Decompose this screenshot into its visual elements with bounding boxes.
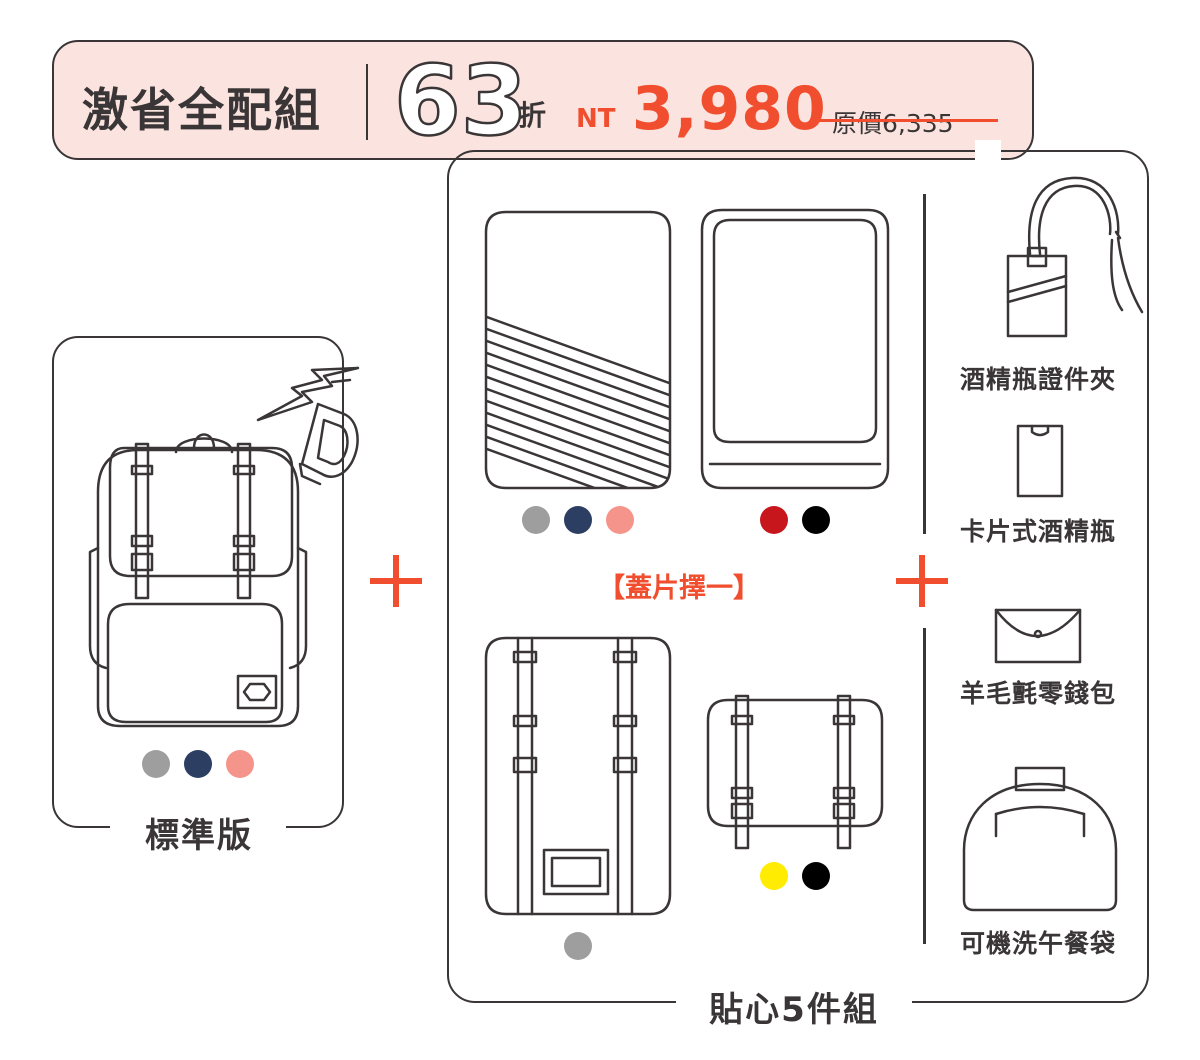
strap-flap-swatch-black[interactable] [802,862,830,890]
standard-swatch-navy[interactable] [184,750,212,778]
striped-flap-swatch-pink[interactable] [606,506,634,534]
letter-d-patch-icon [298,402,359,486]
striped-flap-swatch-gray[interactable] [522,506,550,534]
banner-divider [366,64,368,140]
original-price: 原價6,335 [832,109,954,138]
promo-banner [52,40,1034,160]
discount-value: 63 [394,45,528,157]
standard-label: 標準版 [145,816,253,856]
accessory-label-id-holder: 酒精瓶證件夾 [959,365,1116,394]
standard-label-gap [110,810,286,850]
set-label-gap [676,985,912,1029]
plain-flap-swatch-red[interactable] [760,506,788,534]
sale-price: 3,980 [632,74,827,144]
plain-flap-swatch-black[interactable] [802,506,830,534]
plus-icon-left-v [393,555,399,607]
standard-swatch-gray[interactable] [142,750,170,778]
felt-coin-purse-icon [994,608,1082,664]
strap-flap-icon [706,694,884,850]
accessory-divider-bottom [923,628,926,944]
card-sanitizer-icon [1016,424,1064,498]
strap-flap-swatch-yellow[interactable] [760,862,788,890]
discount-unit: 折 [518,99,547,132]
standard-backpack-icon [88,433,308,728]
standard-swatch-pink[interactable] [226,750,254,778]
accessory-label-lunch-bag: 可機洗午餐袋 [959,929,1116,958]
discount-number: 63 [393,44,529,159]
original-price-strike [818,119,998,122]
accessory-divider-top [923,194,926,534]
card-corner-gap [975,140,1001,160]
id-card-holder-icon [1006,176,1144,338]
striped-flap-icon [484,210,672,490]
plain-flap-icon [700,208,890,490]
lightning-icon [256,366,360,422]
choose-one-label: 【蓋片擇一】 [598,573,760,604]
body-swatch-gray[interactable] [564,932,592,960]
set-label: 貼心5件組 [709,990,879,1030]
banner-title: 激省全配組 [82,83,322,137]
currency-label: NT [576,104,616,134]
plus-icon-right-v [919,555,925,607]
accessory-label-coin-purse: 羊毛氈零錢包 [959,679,1116,708]
striped-flap-swatch-navy[interactable] [564,506,592,534]
lunch-bag-icon [962,766,1118,912]
backpack-body-icon [484,636,672,916]
accessory-label-card-sanitizer: 卡片式酒精瓶 [959,517,1116,546]
